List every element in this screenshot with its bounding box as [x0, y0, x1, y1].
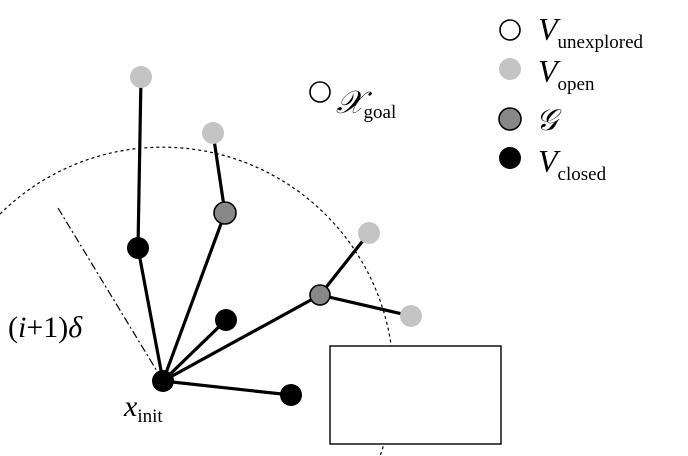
- edge: [136, 246, 165, 383]
- obstacle-rect: [329, 345, 502, 445]
- radius-label: (i+1)δ: [8, 311, 83, 344]
- edge: [161, 318, 228, 383]
- tree-edges: [136, 75, 413, 397]
- goal-label: 𝒳goal: [336, 84, 396, 123]
- open-node: [202, 122, 224, 144]
- legend-unexplored-label: Vunexplored: [538, 11, 644, 53]
- edge: [136, 75, 143, 250]
- legend-closed-subscript: closed: [558, 164, 607, 185]
- radius-label-var: i: [18, 311, 26, 344]
- radius-label-delta: δ: [68, 311, 83, 344]
- legend-closed-symbol: V: [538, 143, 561, 179]
- init-label: xinit: [123, 390, 163, 427]
- edge: [318, 293, 413, 318]
- legend-open-symbol: V: [538, 53, 561, 89]
- init-symbol: x: [123, 390, 138, 423]
- init-subscript: init: [137, 406, 163, 427]
- goal-subscript: goal: [364, 102, 397, 123]
- open-node: [400, 305, 422, 327]
- edge: [161, 293, 322, 383]
- legend-graph-symbol: 𝒢: [536, 104, 562, 137]
- legend-open-marker: [499, 58, 521, 80]
- radius-label-prefix: (: [8, 311, 18, 344]
- graph-node: [213, 201, 237, 225]
- graph-node: [309, 284, 331, 306]
- radius-label-mid: +1): [26, 311, 68, 344]
- open-node: [130, 66, 152, 88]
- legend-graph-marker: [498, 107, 522, 131]
- closed-node: [215, 309, 237, 331]
- closed-node: [280, 384, 302, 406]
- goal-node: [309, 81, 331, 103]
- init-node: [152, 370, 174, 392]
- edge: [211, 131, 227, 215]
- closed-node: [127, 237, 149, 259]
- radius-line: [57, 207, 164, 382]
- legend: Vunexplored Vopen 𝒢 Vclosed: [498, 11, 644, 185]
- open-node: [358, 222, 380, 244]
- legend-open-label: Vopen: [538, 53, 595, 95]
- legend-closed-label: Vclosed: [538, 143, 607, 185]
- legend-closed-marker: [499, 147, 521, 169]
- legend-graph-label: 𝒢: [536, 104, 562, 137]
- tree-nodes: [127, 66, 422, 406]
- edge: [318, 231, 371, 297]
- edge: [161, 379, 293, 397]
- legend-unexplored-marker: [499, 19, 521, 41]
- edge: [161, 211, 227, 383]
- legend-unexplored-symbol: V: [538, 11, 561, 47]
- legend-unexplored-subscript: unexplored: [558, 32, 644, 53]
- legend-open-subscript: open: [558, 74, 595, 95]
